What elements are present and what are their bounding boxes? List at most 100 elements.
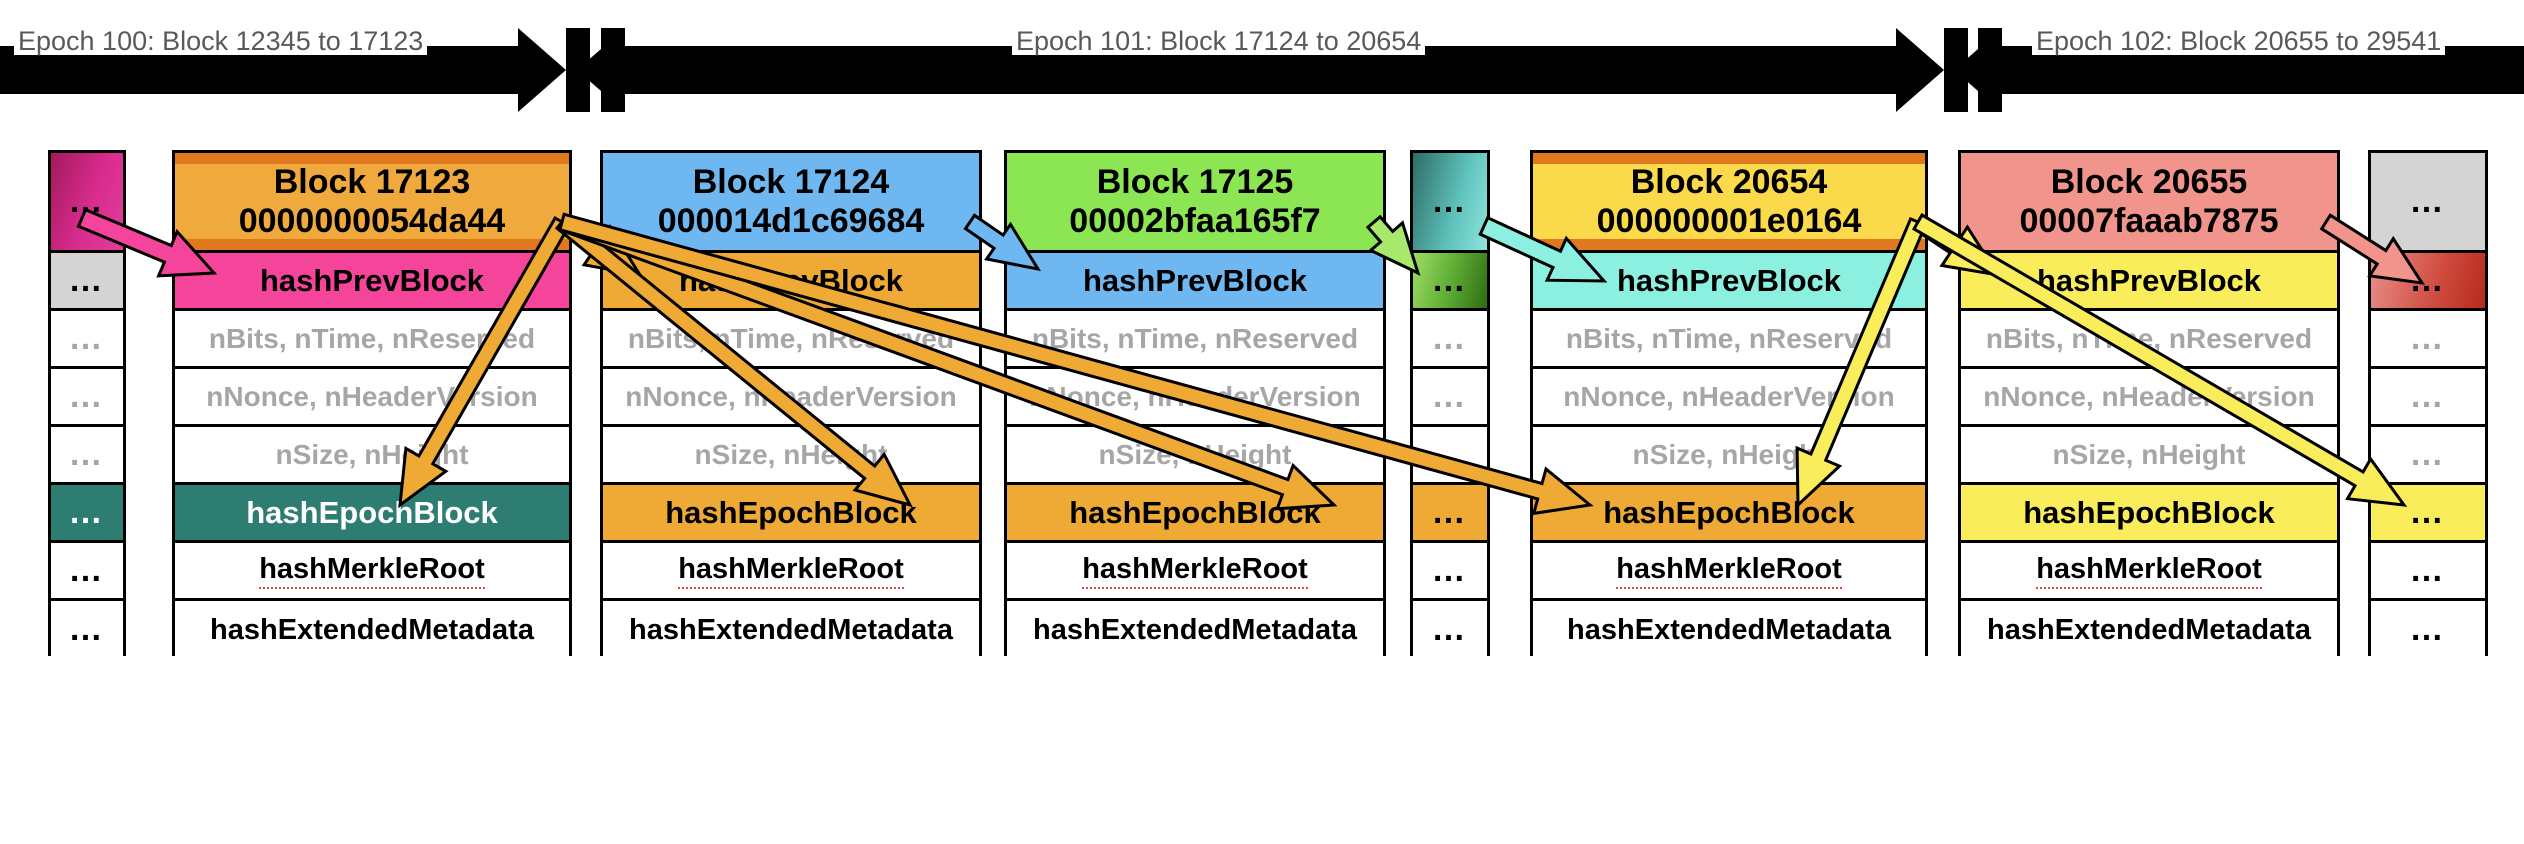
ellipsis-text: … [68,260,106,299]
row-hash-prev-block: hashPrevBlock [1007,253,1383,311]
row-hash-prev-block-label: hashPrevBlock [679,262,903,298]
row-nsize-nheight: nSize, nHeight [175,427,569,485]
row-nbits-ntime-nreserved: nBits, nTime, nReserved [603,311,979,369]
ellipsis-cell: … [1413,601,1487,659]
row-hash-merkle-root: hashMerkleRoot [1533,543,1925,601]
epoch-timeline: Epoch 100: Block 12345 to 17123 Epoch 10… [0,0,2524,112]
block-title: Block 17123 [273,163,471,202]
row-hash-merkle-root-label: hashMerkleRoot [678,553,904,589]
ellipsis-text: … [68,318,106,357]
ellipsis-text: … [68,434,106,473]
row-nnonce-nheaderversion-label: nNonce, nHeaderVersion [1029,380,1361,412]
ellipsis-cell: … [1413,369,1487,427]
block-hash: 00002bfaa165f7 [1069,201,1321,240]
ellipsis-text: … [2409,181,2447,220]
row-hash-epoch-block-label: hashEpochBlock [1069,494,1321,530]
epoch-102-label: Epoch 102: Block 20655 to 29541 [2032,28,2446,55]
row-hash-merkle-root: hashMerkleRoot [1961,543,2337,601]
ellipsis-text: … [2409,492,2447,531]
row-nbits-ntime-nreserved: nBits, nTime, nReserved [1533,311,1925,369]
row-hash-epoch-block: hashEpochBlock [1007,485,1383,543]
row-hash-merkle-root: hashMerkleRoot [1007,543,1383,601]
block-hash: 000014d1c69684 [657,201,925,240]
epoch-102-arrowhead-left [1954,28,2002,112]
ellipsis-cell: … [1413,427,1487,485]
ellipsis-text: … [2409,376,2447,415]
ellipsis-cell: … [1413,153,1487,253]
ellipsis-column-dots-right: …………………… [2368,150,2488,659]
row-hash-prev-block: hashPrevBlock [175,253,569,311]
row-hash-merkle-root: hashMerkleRoot [175,543,569,601]
row-nbits-ntime-nreserved: nBits, nTime, nReserved [1007,311,1383,369]
row-hash-extended-metadata-label: hashExtendedMetadata [1033,613,1357,646]
row-hash-epoch-block-label: hashEpochBlock [246,494,498,530]
epoch-101-arrowhead-right [1896,28,1944,112]
row-nnonce-nheaderversion: nNonce, nHeaderVersion [1007,369,1383,427]
ellipsis-cell: … [2371,153,2485,253]
row-nnonce-nheaderversion: nNonce, nHeaderVersion [175,369,569,427]
ellipsis-cell: … [2371,369,2485,427]
row-nbits-ntime-nreserved-label: nBits, nTime, nReserved [627,322,955,354]
row-hash-prev-block-label: hashPrevBlock [1617,262,1841,298]
row-hash-extended-metadata: hashExtendedMetadata [175,601,569,659]
ellipsis-text: … [1431,610,1469,649]
ellipsis-text: … [1431,181,1469,220]
row-hash-epoch-block: hashEpochBlock [1533,485,1925,543]
row-hash-merkle-root-label: hashMerkleRoot [2036,553,2262,589]
ellipsis-text: … [2409,318,2447,357]
ellipsis-cell: … [51,543,123,601]
ellipsis-text: … [2409,260,2447,299]
row-hash-prev-block-label: hashPrevBlock [1083,262,1307,298]
row-hash-extended-metadata-label: hashExtendedMetadata [1987,613,2311,646]
ellipsis-text: … [68,492,106,531]
row-hash-prev-block: hashPrevBlock [1961,253,2337,311]
ellipsis-cell: … [1413,543,1487,601]
ellipsis-cell: … [51,485,123,543]
ellipsis-cell: … [2371,485,2485,543]
row-nsize-nheight: nSize, nHeight [1533,427,1925,485]
row-nsize-nheight: nSize, nHeight [603,427,979,485]
row-hash-extended-metadata: hashExtendedMetadata [1961,601,2337,659]
row-nnonce-nheaderversion-label: nNonce, nHeaderVersion [206,380,538,412]
row-hash-extended-metadata: hashExtendedMetadata [603,601,979,659]
row-hash-prev-block: hashPrevBlock [1533,253,1925,311]
ellipsis-column-dots-left: …………………… [48,150,126,659]
epoch-100-label: Epoch 100: Block 12345 to 17123 [14,28,428,55]
ellipsis-text: … [1431,318,1469,357]
ellipsis-text: … [68,550,106,589]
block-hash: 00007faaab7875 [2019,201,2279,240]
ellipsis-text: … [1431,434,1469,473]
ellipsis-cell: … [2371,311,2485,369]
ellipsis-cell: … [51,253,123,311]
ellipsis-text: … [68,610,106,649]
block-title: Block 17125 [1096,163,1294,202]
row-hash-prev-block-label: hashPrevBlock [2037,262,2261,298]
ellipsis-cell: … [1413,485,1487,543]
block-hash: 0000000054da44 [238,201,506,240]
row-hash-epoch-block-label: hashEpochBlock [2023,494,2275,530]
row-hash-merkle-root: hashMerkleRoot [603,543,979,601]
ellipsis-column-dots-middle: …………………… [1410,150,1490,659]
ellipsis-text: … [68,376,106,415]
row-hash-prev-block-label: hashPrevBlock [260,262,484,298]
ellipsis-cell: … [51,311,123,369]
ellipsis-text: … [2409,550,2447,589]
row-nnonce-nheaderversion-label: nNonce, nHeaderVersion [1983,380,2315,412]
row-hash-prev-block: hashPrevBlock [603,253,979,311]
ellipsis-text: … [1431,550,1469,589]
row-nbits-ntime-nreserved-label: nBits, nTime, nReserved [1985,322,2313,354]
ellipsis-cell: … [2371,601,2485,659]
block-title: Block 20655 [2050,163,2248,202]
row-nnonce-nheaderversion: nNonce, nHeaderVersion [603,369,979,427]
row-nnonce-nheaderversion: nNonce, nHeaderVersion [1533,369,1925,427]
ellipsis-text: … [1431,376,1469,415]
row-hash-epoch-block: hashEpochBlock [603,485,979,543]
row-hash-extended-metadata-label: hashExtendedMetadata [629,613,953,646]
